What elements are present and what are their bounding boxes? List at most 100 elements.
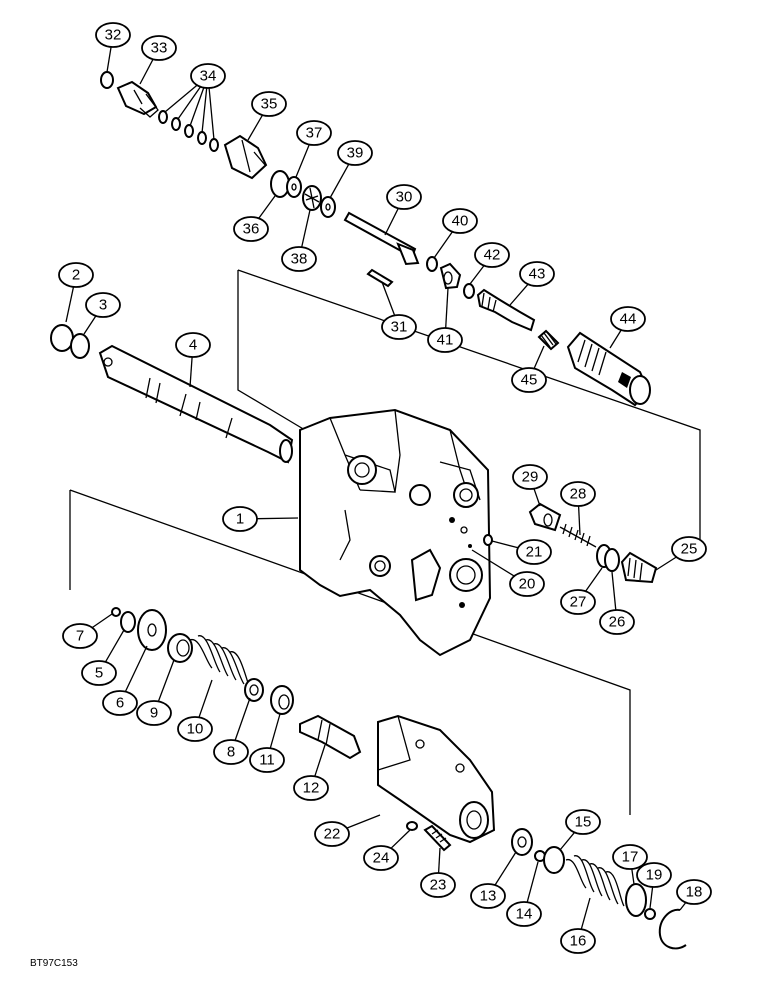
part-16-spring xyxy=(565,855,625,907)
callout-balloon xyxy=(213,739,249,765)
callout-balloon xyxy=(599,609,635,635)
callout-28: 28 xyxy=(560,481,596,536)
part-25-plug xyxy=(620,551,658,584)
callout-leader xyxy=(384,208,399,236)
callout-leader xyxy=(533,345,545,369)
callout-leader xyxy=(247,114,264,141)
part-26-27-rings xyxy=(596,544,620,572)
callout-balloon xyxy=(102,690,138,716)
callout-number: 29 xyxy=(522,469,539,486)
callout-balloon xyxy=(386,184,422,210)
callout-29: 29 xyxy=(512,464,548,507)
callout-leader xyxy=(445,287,449,329)
callout-balloon xyxy=(177,716,213,742)
callout-number: 38 xyxy=(291,251,308,268)
callout-13: 13 xyxy=(470,851,517,909)
callout-layer: 1234567891011121314151617181920212223242… xyxy=(58,22,712,954)
part-45-spring xyxy=(537,329,560,351)
callout-leader xyxy=(509,283,529,306)
part-22-end-cap xyxy=(377,714,496,844)
part-28-spring xyxy=(559,523,597,548)
callout-20: 20 xyxy=(471,549,545,597)
callout-leader xyxy=(177,86,202,120)
callout-30: 30 xyxy=(384,184,422,236)
callout-leader xyxy=(577,505,581,536)
callout-number: 45 xyxy=(521,372,538,389)
callout-number: 1 xyxy=(236,511,244,528)
part-43-poppet xyxy=(476,288,536,332)
callout-leader xyxy=(157,659,175,702)
callout-10: 10 xyxy=(177,679,213,742)
callout-45: 45 xyxy=(511,345,547,393)
callout-leader xyxy=(679,902,687,911)
part-4-spool xyxy=(98,344,294,464)
callout-balloon xyxy=(512,464,548,490)
callout-leader xyxy=(655,556,677,571)
callout-42: 42 xyxy=(469,242,510,285)
callout-number: 32 xyxy=(105,27,122,44)
callout-leader xyxy=(585,567,603,592)
callout-balloon xyxy=(81,660,117,686)
callout-number: 36 xyxy=(243,221,260,238)
callout-15: 15 xyxy=(559,809,601,851)
part-39-washer xyxy=(320,196,336,218)
callout-number: 3 xyxy=(99,297,107,314)
part-30-poppet-stem xyxy=(343,211,420,266)
callout-balloon xyxy=(249,747,285,773)
callout-number: 22 xyxy=(324,826,341,843)
callout-leader xyxy=(234,697,251,741)
part-34-o-rings xyxy=(158,110,219,152)
callout-number: 28 xyxy=(570,486,587,503)
callout-balloon xyxy=(506,901,542,927)
part-17-cap xyxy=(625,883,647,917)
callout-6: 6 xyxy=(102,645,148,716)
callout-number: 11 xyxy=(259,752,275,769)
callout-leader xyxy=(189,356,193,388)
part-44-valve-housing xyxy=(566,331,651,407)
callout-number: 43 xyxy=(529,266,546,283)
callout-41: 41 xyxy=(427,287,463,353)
callout-number: 18 xyxy=(686,884,703,901)
callout-leader xyxy=(124,645,148,692)
callout-leader xyxy=(139,58,154,85)
callout-number: 37 xyxy=(306,125,323,142)
part-38-screen xyxy=(302,185,322,211)
callout-38: 38 xyxy=(281,209,317,272)
callout-number: 26 xyxy=(609,614,626,631)
callout-balloon xyxy=(420,872,456,898)
lower-right-parts xyxy=(511,828,687,950)
callout-19: 19 xyxy=(636,862,672,909)
part-33-plug xyxy=(116,80,159,118)
part-5-ring xyxy=(120,611,136,633)
callout-leader xyxy=(494,851,517,886)
callout-balloon xyxy=(519,261,555,287)
part-29-plug xyxy=(528,502,562,532)
callout-leader xyxy=(104,629,125,663)
callout-number: 2 xyxy=(72,267,80,284)
callout-number: 21 xyxy=(526,544,543,561)
callout-4: 4 xyxy=(175,332,211,388)
callout-17: 17 xyxy=(612,844,648,885)
part-9-collar xyxy=(167,633,193,663)
callout-balloon xyxy=(676,879,712,905)
callout-balloon xyxy=(251,91,287,117)
part-40-ring xyxy=(426,256,438,272)
callout-leader xyxy=(269,713,281,749)
callout-18: 18 xyxy=(676,879,712,911)
callout-balloon xyxy=(190,63,226,89)
callout-leader xyxy=(580,897,591,930)
part-7-ring xyxy=(111,607,121,617)
callout-balloon xyxy=(509,571,545,597)
part-42-ring xyxy=(463,283,475,299)
callout-balloon xyxy=(474,242,510,268)
callout-34: 34 xyxy=(164,63,226,141)
callout-number: 9 xyxy=(150,705,158,722)
callout-leader xyxy=(611,571,617,611)
callout-number: 19 xyxy=(646,867,663,884)
part-6-washer xyxy=(137,609,167,651)
callout-number: 24 xyxy=(373,850,390,867)
callout-number: 31 xyxy=(391,319,408,336)
spool-parts xyxy=(50,324,294,464)
part-37-washer xyxy=(286,176,302,198)
callout-balloon xyxy=(293,775,329,801)
